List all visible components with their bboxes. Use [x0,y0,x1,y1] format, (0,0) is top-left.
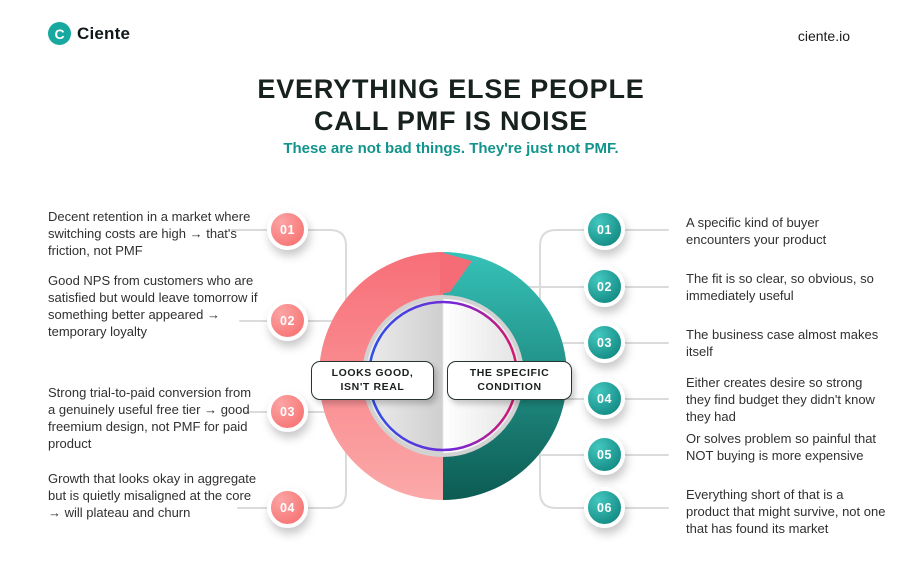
right-item-1-text: A specific kind of buyer encounters your… [686,215,827,248]
right-item-5-text: Or solves problem so painful that NOT bu… [686,431,877,464]
badge-right-03-label: 03 [596,335,613,350]
badge-right-04-label: 04 [596,391,613,406]
badge-right-04: 04 [584,378,625,419]
brand-logo-icon: C [48,22,71,45]
badge-right-05: 05 [584,434,625,475]
page-title: EVERYTHING ELSE PEOPLE CALL PMF IS NOISE [0,74,902,138]
right-item-3-text: The business case almost makes itself [686,327,879,360]
badge-left-03: 03 [267,391,308,432]
badge-left-01-label: 01 [279,222,296,237]
page-title-line2: CALL PMF IS NOISE [313,105,589,136]
connector-right-1 [539,229,669,306]
badge-left-04: 04 [267,487,308,528]
left-item-1-text: Decent retention in a market where switc… [48,209,251,259]
donut-right-half [443,252,567,500]
badge-left-01: 01 [267,209,308,250]
connector-left-4 [237,447,347,509]
label-pill-right: THE SPECIFIC CONDITION [447,361,572,400]
donut-pink-chevron [440,252,472,294]
badge-left-02: 02 [267,300,308,341]
badge-right-01-label: 01 [596,222,613,237]
connector-right-6 [539,449,669,509]
badge-right-05-label: 05 [596,447,613,462]
label-pill-left: LOOKS GOOD, ISN'T REAL [311,361,434,400]
badge-right-06: 06 [584,487,625,528]
page-title-line1: EVERYTHING ELSE PEOPLE [257,74,645,104]
left-item-4-text: Growth that looks okay in aggregate but … [48,471,257,521]
badge-right-01: 01 [584,209,625,250]
brand-logo-text: Ciente [77,23,131,43]
right-item-2-text: The fit is so clear, so obvious, so imme… [686,271,874,304]
badge-right-03: 03 [584,322,625,363]
badge-right-06-label: 06 [596,500,613,515]
left-item-3-text: Strong trial-to-paid conversion from a g… [48,385,252,452]
label-pill-right-line1: THE SPECIFIC [469,366,550,379]
site-link[interactable]: ciente.io [797,28,850,44]
label-pill-right-line2: CONDITION [477,380,542,393]
badge-right-02: 02 [584,266,625,307]
badge-right-02-label: 02 [596,279,613,294]
donut-left-half [319,252,443,500]
right-item-4-text: Either creates desire so strong they fin… [686,375,875,425]
right-item-6-text: Everything short of that is a product th… [686,487,886,537]
page-subtitle: These are not bad things. They're just n… [283,140,619,157]
label-pill-left-line2: ISN'T REAL [340,380,405,393]
badge-left-02-label: 02 [279,313,296,328]
connector-left-1 [231,229,347,309]
badge-left-04-label: 04 [279,500,296,515]
badge-left-03-label: 03 [279,404,296,419]
brand-logo: C Ciente [48,22,130,45]
label-pill-left-line1: LOOKS GOOD, [331,366,414,379]
left-item-2-text: Good NPS from customers who are satisfie… [48,273,258,340]
